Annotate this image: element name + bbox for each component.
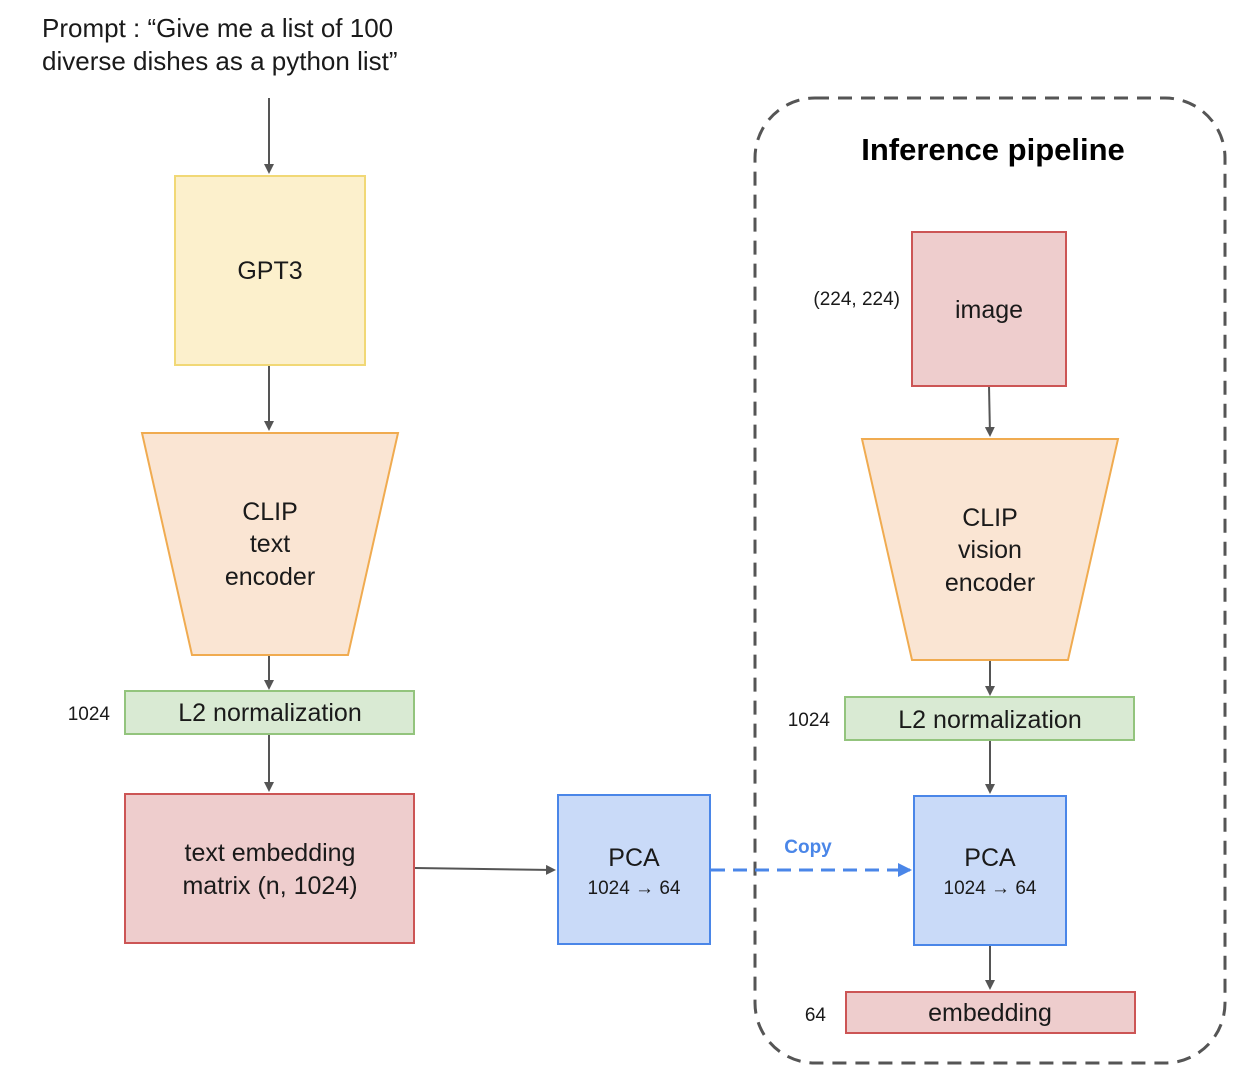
pca-right-title: PCA xyxy=(964,844,1016,872)
clip-vision-encoder-line-1: CLIP xyxy=(962,504,1018,532)
image-box xyxy=(911,231,1067,387)
clip-text-encoder-line-2: text xyxy=(250,530,290,558)
l2-normalization-right-box xyxy=(844,696,1135,741)
l2-right-dim-label: 1024 xyxy=(788,710,831,731)
pca-right-subtitle: 1024 → 64 xyxy=(944,878,1037,899)
prompt-line-2: diverse dishes as a python list” xyxy=(42,46,398,76)
pca-left-box xyxy=(557,794,711,945)
pca-left-subtitle: 1024 → 64 xyxy=(588,878,681,899)
gpt3-box xyxy=(174,175,366,366)
image-dim-label: (224, 224) xyxy=(813,289,900,310)
clip-text-encoder-line-1: CLIP xyxy=(242,498,298,526)
text-embedding-line-2: matrix (n, 1024) xyxy=(182,872,357,900)
embedding-dim-label: 64 xyxy=(805,1005,827,1026)
l2-normalization-left-label: L2 normalization xyxy=(178,699,361,727)
copy-label: Copy xyxy=(784,837,832,858)
image-label: image xyxy=(955,296,1023,324)
gpt3-label: GPT3 xyxy=(237,257,302,285)
arrow-text-embedding-to-pca xyxy=(414,864,556,875)
inference-pipeline-title: Inference pipeline xyxy=(861,132,1125,167)
embedding-box xyxy=(845,991,1136,1034)
l2-normalization-left-box xyxy=(124,690,415,735)
clip-vision-encoder-line-3: encoder xyxy=(945,569,1035,597)
clip-vision-encoder-shape xyxy=(860,438,1120,661)
clip-text-encoder-line-3: encoder xyxy=(225,563,315,591)
prompt-line-1: Prompt : “Give me a list of 100 xyxy=(42,13,393,43)
pca-left-title: PCA xyxy=(608,844,660,872)
clip-text-encoder-shape xyxy=(140,432,400,656)
pca-right-box xyxy=(913,795,1067,946)
l2-left-dim-label: 1024 xyxy=(68,704,111,725)
embedding-label: embedding xyxy=(928,999,1052,1027)
clip-vision-encoder-line-2: vision xyxy=(958,536,1022,564)
text-embedding-line-1: text embedding xyxy=(185,839,356,867)
inference-pipeline-container xyxy=(753,96,1227,1065)
text-embedding-matrix-box xyxy=(124,793,415,944)
l2-normalization-right-label: L2 normalization xyxy=(898,706,1081,734)
arrow-image-to-clip-vision xyxy=(984,385,995,437)
